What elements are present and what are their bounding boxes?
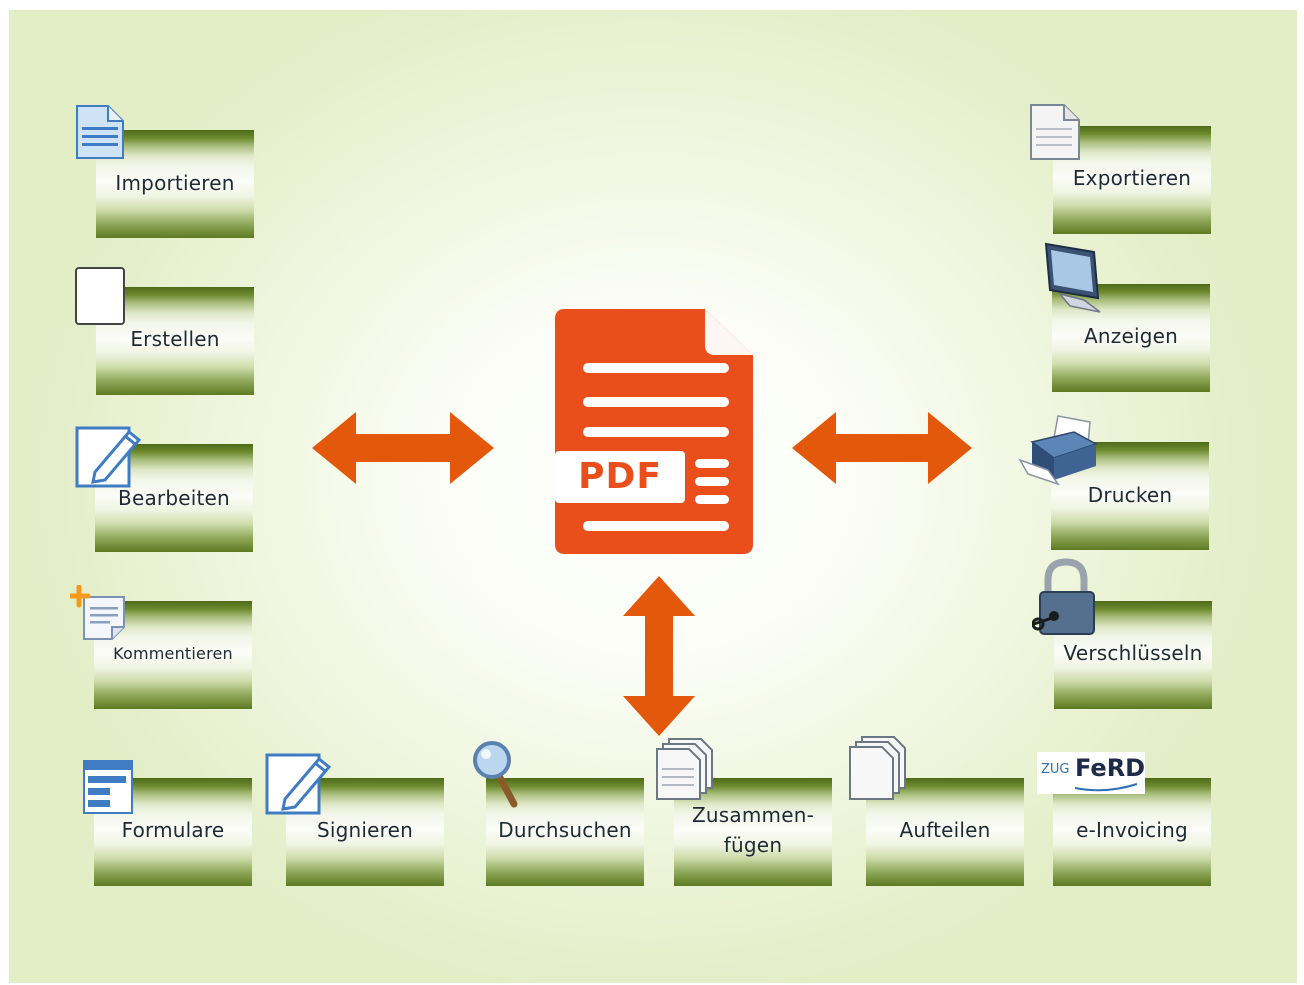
merge-tile[interactable]: Zusammen- fügen — [674, 778, 832, 886]
padlock-icon — [1032, 558, 1095, 635]
zugferd-logo: ZUG FeRD — [1037, 752, 1145, 794]
merge-stack-icon — [656, 738, 713, 800]
merge-label-line2: fügen — [723, 833, 783, 857]
encrypt-tile[interactable]: Verschlüsseln — [1054, 601, 1212, 709]
merge-label-line1: Zusammen- — [691, 803, 814, 827]
magnifier-icon — [473, 741, 518, 808]
sign-label: Signieren — [316, 818, 414, 842]
einvoicing-tile[interactable]: e-Invoicing — [1053, 778, 1211, 886]
monitor-icon — [1044, 242, 1101, 313]
printer-icon — [1018, 415, 1098, 486]
pdf-label: PDF — [578, 456, 662, 497]
forms-label: Formulare — [121, 818, 225, 842]
einvoicing-label: e-Invoicing — [1076, 818, 1188, 842]
export-document-icon — [1030, 104, 1080, 160]
create-tile[interactable]: Erstellen — [96, 287, 254, 395]
vertical-double-arrow — [623, 576, 695, 736]
split-stack-icon — [849, 736, 906, 800]
sign-pencil-icon — [265, 753, 332, 815]
right-double-arrow — [792, 412, 972, 484]
export-tile[interactable]: Exportieren — [1053, 126, 1211, 234]
edit-label: Bearbeiten — [118, 486, 230, 510]
left-double-arrow — [312, 412, 494, 484]
add-comment-icon — [70, 585, 125, 640]
blank-page-icon — [75, 267, 125, 325]
pdf-document-icon: PDF — [555, 309, 753, 554]
zugferd-logo-big: FeRD — [1075, 754, 1146, 782]
create-label: Erstellen — [130, 327, 220, 351]
comment-label: Kommentieren — [113, 644, 233, 663]
edit-pencil-icon — [75, 426, 142, 488]
export-label: Exportieren — [1072, 166, 1192, 190]
zugferd-logo-small: ZUG — [1041, 762, 1070, 777]
search-label: Durchsuchen — [498, 818, 632, 842]
form-icon — [83, 760, 133, 814]
print-label: Drucken — [1087, 483, 1173, 507]
encrypt-label: Verschlüsseln — [1063, 641, 1203, 665]
import-label: Importieren — [115, 171, 235, 195]
import-document-icon — [76, 105, 124, 159]
view-label: Anzeigen — [1084, 324, 1178, 348]
split-label: Aufteilen — [899, 818, 991, 842]
